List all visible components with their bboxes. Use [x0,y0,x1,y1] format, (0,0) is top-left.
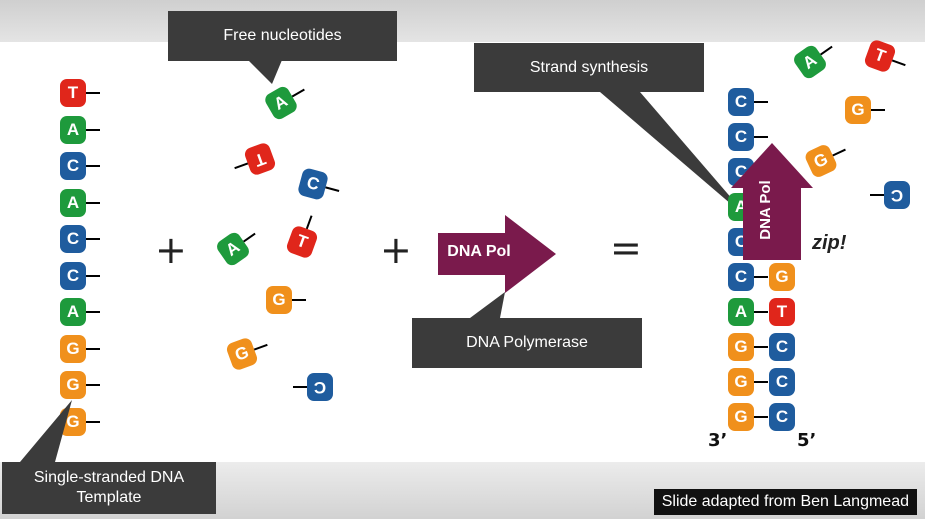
template-callout: Single-stranded DNA Template [2,462,216,514]
free-nucleotide-g: G [266,286,306,314]
strand-synthesis-pointer [600,92,752,222]
nucleotide-c: C [769,403,795,431]
nucleotide-c: C [728,123,768,151]
nucleotide-g: G [728,403,768,431]
nucleotide-g: G [60,407,100,436]
nucleotide-g: G [60,334,100,363]
nucleotide-c: C [769,368,795,396]
dna-pol-arrow-label: DNA Pol [447,243,511,260]
nucleotide-a: A [60,298,100,326]
top-band [0,0,925,42]
dna-pol-arrow-icon [438,215,556,293]
dna-polymerase-pointer [470,292,505,318]
nucleotide-t: T [60,79,100,107]
nucleotide-c: C [769,333,795,361]
equals-sign: = [610,226,642,270]
vertical-pol-arrow-icon [731,143,813,260]
nucleotide-g: G [728,333,768,361]
slide-credit: Slide adapted from Ben Langmead [653,489,917,515]
nucleotide-a: A [60,188,100,217]
nucleotide-g: G [728,368,768,396]
free-nucleotides-pointer [248,60,282,84]
nucleotide-g: G [769,263,795,291]
plus-sign: + [380,228,412,272]
nucleotide-g: G [60,371,100,399]
free-nucleotides-callout: Free nucleotides [168,11,397,61]
three-prime-label: 3’ [708,430,728,451]
nucleotide-c: C [60,225,100,253]
nucleotide-c: C [60,261,100,290]
nucleotide-a: A [60,115,100,144]
strand-synthesis-callout: Strand synthesis [474,43,704,92]
nucleotide-c: C [728,88,768,116]
plus-sign: + [155,228,187,272]
free-nucleotide-g: G [845,96,885,124]
nucleotide-c: C [60,152,100,180]
template-pointer [20,400,72,462]
zip-label: zip! [812,232,847,254]
nucleotide-t: T [769,298,795,326]
dna-polymerase-callout: DNA Polymerase [412,318,642,368]
vertical-pol-label: DNA Pol [757,180,774,240]
five-prime-label: 5’ [797,430,817,451]
nucleotide-c: C [728,263,768,291]
nucleotide-a: A [728,298,768,326]
